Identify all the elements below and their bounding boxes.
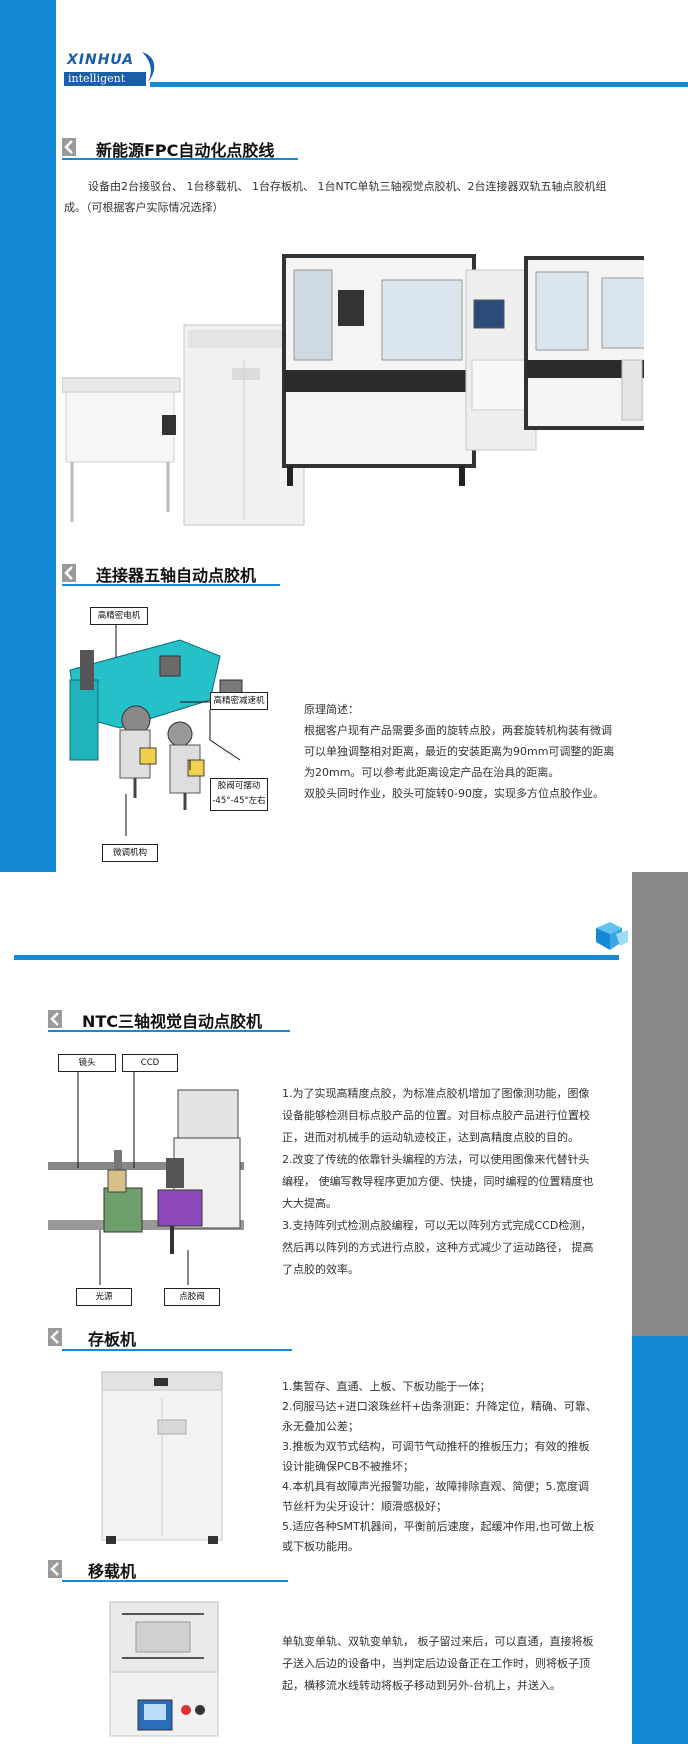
ntc-diagram-image <box>48 1089 244 1254</box>
storage-text-line: 节丝杆为尖牙设计：顺滑感极好； <box>282 1500 447 1513</box>
transfer-text-line: 单轨变单轨、双轨变单轨， 板子留过来后，可以直通，直接将板 <box>282 1635 594 1648</box>
callout-valve: 胶阀可摆动 -45°-45°左右 <box>210 778 268 811</box>
transfer-text-line: 起，横移流水线转动将板子移动到另外-台机上，并送入。 <box>282 1679 561 1692</box>
logo-main: XINHUA <box>67 52 135 68</box>
section-chevron-icon <box>62 138 76 156</box>
callout-reducer: 高精密减速机 <box>210 692 268 710</box>
section-title-storage: 存板机 <box>88 1330 137 1349</box>
five-axis-leader-lines <box>115 618 241 836</box>
ntc-text-line: 正，进而对机械手的运动轨迹校正，达到高精度点胶的目的。 <box>282 1131 579 1144</box>
five-axis-text-line: 原理简述： <box>304 703 359 716</box>
section-underline <box>62 158 298 160</box>
storage-text-line: 设计能确保PCB不被推坏； <box>282 1460 414 1473</box>
section-underline <box>62 1349 292 1351</box>
five-axis-text-line: 为20mm。可以参考此距离设定产品在治具的距离。 <box>304 766 560 779</box>
ntc-text-line: 大大提高。 <box>282 1197 337 1210</box>
logo-sub: intelligent <box>64 72 146 86</box>
fpc-description-1: 设备由2台接驳台、 1台移载机、 1台存板机、 1台NTC单轨三轴视觉点胶机、2… <box>88 180 607 193</box>
section-title-ntc: NTC三轴视觉自动点胶机 <box>82 1012 263 1031</box>
ntc-text-line: 1.为了实现高精度点胶，为标准点胶机增加了图像测功能，图像 <box>282 1087 590 1100</box>
section-chevron-icon <box>48 1010 62 1028</box>
storage-text-line: 2.伺服马达+进口滚珠丝杆+齿条测距：升降定位，精确、可靠、 <box>282 1400 597 1413</box>
section-title-fpc: 新能源FPC自动化点胶线 <box>96 141 275 160</box>
ntc-text-line: 了点胶的效率。 <box>282 1263 359 1276</box>
cube-logo-icon <box>596 922 628 950</box>
callout-valve-line1: 胶阀可摆动 <box>217 781 261 791</box>
transfer-text: 单轨变单轨、双轨变单轨， 板子留过来后，可以直通，直接将板 子送入后边的设备中，… <box>282 1631 622 1697</box>
transfer-text-line: 子送入后边的设备中，当判定后边设备正在工作时，则将板子顶 <box>282 1657 590 1670</box>
callout-motor: 高精密电机 <box>90 607 148 625</box>
fpc-description-2: 成。（可根据客户实际情况选择） <box>64 201 224 214</box>
header-rule <box>150 82 688 87</box>
ntc-text-line: 2.改变了传统的依靠针头编程的方法，可以使用图像来代替针头 <box>282 1153 590 1166</box>
ntc-text-line: 3.支持阵列式检测点胶编程，可以无以阵列方式完成CCD检测， <box>282 1219 592 1232</box>
section-chevron-icon <box>62 564 76 582</box>
storage-text-line: 5.适应各种SMT机器间，平衡前后速度，起缓冲作用,也可做上板 <box>282 1520 595 1533</box>
ntc-text: 1.为了实现高精度点胶，为标准点胶机增加了图像测功能，图像 设备能够检测目标点胶… <box>282 1083 622 1281</box>
storage-text-line: 或下板功能用。 <box>282 1540 359 1553</box>
fpc-line-image <box>62 254 644 526</box>
ntc-text-line: 然后再以阵列的方式进行点胶，这种方式减少了运动路径， 提高 <box>282 1241 594 1254</box>
callout-lens: 镜头 <box>58 1054 116 1072</box>
storage-text: 1.集暂存、直通、上板、下板功能于一体； 2.伺服马达+进口滚珠丝杆+齿条测距：… <box>282 1377 622 1557</box>
section-title-transfer: 移载机 <box>88 1562 137 1581</box>
section-chevron-icon <box>48 1560 62 1578</box>
five-axis-text: 原理简述： 根据客户现有产品需要多面的旋转点胶，两套旋转机构装有微调 可以单独调… <box>304 699 644 804</box>
callout-fine-tune: 微调机构 <box>102 844 158 862</box>
storage-text-line: 3.推板为双节式结构，可调节气动推杆的推板压力；有效的推板 <box>282 1440 590 1453</box>
five-axis-text-line: 可以单独调整相对距离，最近的安装距离为90mm可调整的距离 <box>304 745 615 758</box>
callout-valve-line2: -45°-45°左右 <box>212 796 266 806</box>
right-blue-strip <box>632 1336 688 1744</box>
ntc-text-line: 设备能够检测目标点胶产品的位置。对目标点胶产品进行位置校 <box>282 1109 590 1122</box>
right-gray-strip <box>632 872 688 1336</box>
left-blue-strip <box>0 0 56 872</box>
five-axis-text-line: 根据客户现有产品需要多面的旋转点胶，两套旋转机构装有微调 <box>304 724 612 737</box>
storage-text-line: 永无叠加公差； <box>282 1420 359 1433</box>
section-title-five-axis: 连接器五轴自动点胶机 <box>96 566 257 585</box>
logo-swirl-icon <box>142 52 155 82</box>
storage-machine-image <box>101 1371 223 1544</box>
ntc-leader-lines <box>77 1062 189 1285</box>
page2-header-rule <box>14 955 619 960</box>
ntc-text-line: 编程， 使编写教导程序更加方便、快捷，同时编程的位置精度也 <box>282 1175 594 1188</box>
five-axis-text-line: 双胶头同时作业，胶头可旋转0-90度，实现多方位点胶作业。 <box>304 787 604 800</box>
callout-ccd: CCD <box>122 1054 178 1072</box>
storage-text-line: 4.本机具有故障声光报警功能，故障排除直观、简便；5.宽度调 <box>282 1480 589 1493</box>
callout-dispense-valve: 点胶阀 <box>164 1288 220 1306</box>
section-underline <box>62 584 280 586</box>
transfer-machine-image <box>109 1601 219 1737</box>
callout-light: 光源 <box>76 1288 132 1306</box>
five-axis-diagram-image <box>69 639 243 810</box>
section-underline <box>62 1580 288 1582</box>
storage-text-line: 1.集暂存、直通、上板、下板功能于一体； <box>282 1380 491 1393</box>
section-chevron-icon <box>48 1328 62 1346</box>
section-underline <box>48 1030 290 1032</box>
